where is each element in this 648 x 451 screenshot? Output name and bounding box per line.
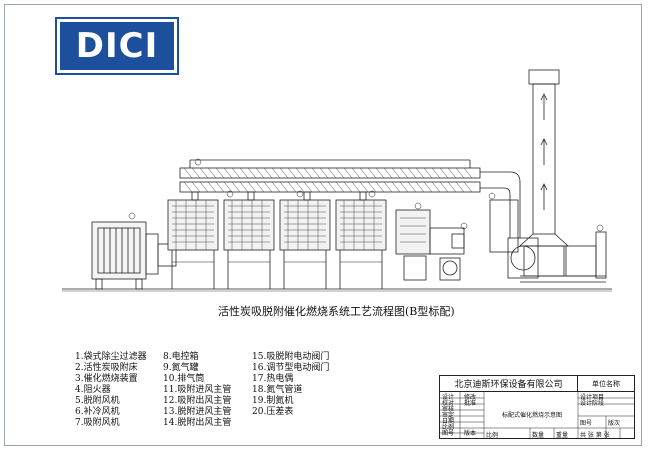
legend-item: 8.电控箱 <box>163 352 199 362</box>
legend-item: 6.补冷风机 <box>75 407 120 417</box>
title-block-label: 日期 <box>442 418 455 425</box>
legend-column-3: 15.吸脱附电动阀门 16.调节型电动阀门 17.热电偶 18.氮气管道 19.… <box>252 352 329 418</box>
title-block-sheet: 共 张 第 张 <box>580 432 610 439</box>
title-block-weight: 重量 <box>556 432 569 439</box>
title-block-quantity: 数量 <box>532 432 545 439</box>
legend-item: 1.袋式除尘过滤器 <box>75 352 147 362</box>
legend-item: 7.吸附风机 <box>75 418 120 428</box>
catalytic-combustion-unit <box>395 209 465 281</box>
title-block-label: 设计 <box>442 394 455 401</box>
bag-filter-unit <box>91 221 159 290</box>
title-block-label: 批准 <box>464 400 477 407</box>
title-block: 北京迪斯环保设备有限公司 单位名称 设计 校对 审核 审定 日期 比例 <box>439 375 635 439</box>
legend-item: 12.吸附出风主管 <box>163 396 232 406</box>
title-block-rev: 版次 <box>608 420 621 427</box>
title-block-label: 版本 <box>464 430 477 437</box>
title-block-label: 审核 <box>442 406 455 413</box>
title-block-label: 图号 <box>442 430 455 437</box>
exhaust-ducting <box>480 171 539 279</box>
title-block-drawing-name: 标配式催化燃烧示意图 <box>502 412 563 419</box>
title-block-label: 审定 <box>442 412 455 419</box>
title-block-design-project: 设计项目 <box>580 394 605 401</box>
legend-item: 10.排气筒 <box>163 374 205 384</box>
legend-item: 2.活性炭吸附床 <box>75 363 138 373</box>
legend-item: 4.阻火器 <box>75 385 111 395</box>
title-block-scale: 比例 <box>486 432 499 439</box>
legend-column-1: 1.袋式除尘过滤器 2.活性炭吸附床 3.催化燃烧装置 4.阻火器 5.脱附风机… <box>75 352 147 429</box>
legend-item: 17.热电偶 <box>252 374 294 384</box>
drawing-frame <box>4 4 642 446</box>
legend-item: 3.催化燃烧装置 <box>75 374 138 384</box>
legend-item: 20.压差表 <box>252 407 294 417</box>
legend-item: 14.脱附出风主管 <box>163 418 232 428</box>
title-block-grid <box>440 392 634 438</box>
logo-text: DICI <box>60 22 174 70</box>
exhaust-stack <box>518 69 607 283</box>
adsorption-beds <box>167 191 387 289</box>
title-block-model: 图号 <box>580 420 593 427</box>
legend-item: 16.调节型电动阀门 <box>252 363 330 373</box>
legend-column-2: 8.电控箱 9.氮气罐 10.排气筒 11.吸附进风主管 12.吸附出风主管 1… <box>163 352 231 429</box>
legend-item: 13.脱附进风主管 <box>163 407 232 417</box>
inlet-duct <box>157 243 177 267</box>
legend-item: 9.氮气罐 <box>163 363 199 373</box>
title-block-design-stage: 设计阶段 <box>580 400 605 407</box>
legend-item: 15.吸脱附电动阀门 <box>252 352 330 362</box>
dici-logo: DICI <box>55 17 179 75</box>
legend-item: 5.脱附风机 <box>75 396 120 406</box>
title-block-label: 修改 <box>464 394 477 401</box>
legend-item: 11.吸附进风主管 <box>163 385 232 395</box>
title-block-label: 比例 <box>442 424 455 431</box>
title-block-unit-name: 单位名称 <box>578 376 634 392</box>
diagram-title: 活性炭吸脱附催化燃烧系统工艺流程图(B型标配) <box>218 305 455 318</box>
overhead-manifold <box>179 159 481 193</box>
legend-item: 18.氮气管道 <box>252 385 303 395</box>
legend-item: 19.制氮机 <box>252 396 294 406</box>
component-markers <box>128 158 604 232</box>
title-block-company: 北京迪斯环保设备有限公司 <box>440 376 578 392</box>
title-block-label: 校对 <box>442 400 455 407</box>
